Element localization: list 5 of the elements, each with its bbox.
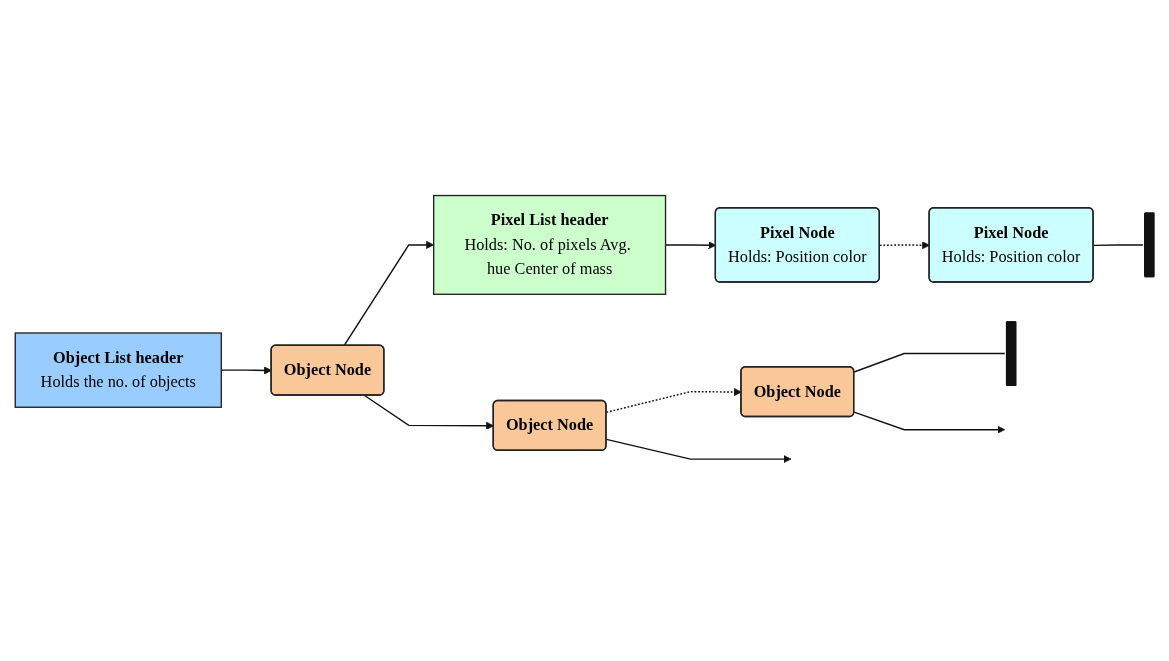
node-box: Object List header Holds the no. of objects bbox=[14, 332, 222, 408]
arrow bbox=[853, 411, 1006, 434]
connector bbox=[853, 352, 1006, 373]
node-box: Pixel List header Holds: No. of pixels Avg. hue Center of mass bbox=[433, 194, 667, 295]
arrow bbox=[605, 438, 792, 464]
